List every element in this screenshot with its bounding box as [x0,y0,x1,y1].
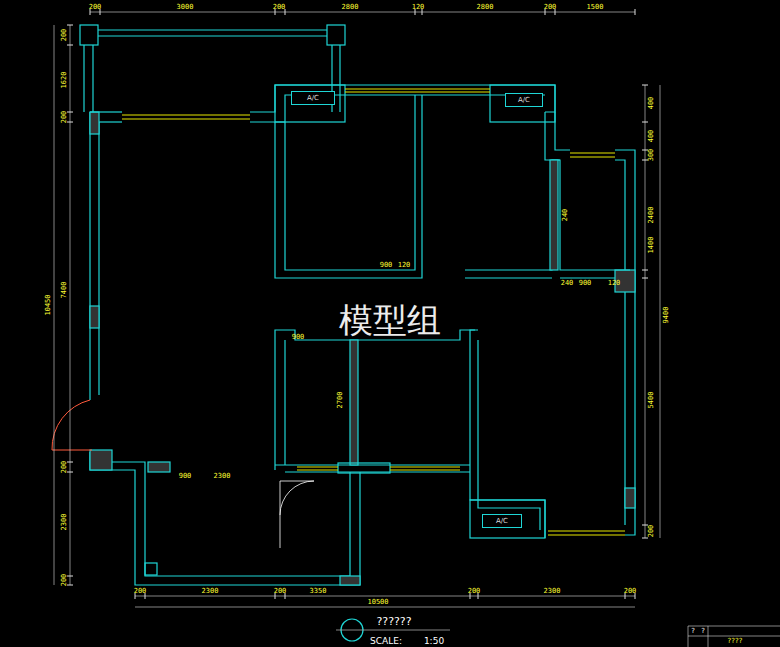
dimension-text: 900 [179,473,192,480]
dimension-text: 9400 [663,307,670,324]
dimension-text: 200 [274,588,287,595]
watermark: 模型组 [339,303,441,337]
dimension-text: 200 [544,4,557,11]
dimension-text: 200 [624,588,637,595]
dimension-text: 900 [292,334,305,341]
dimension-text: 2800 [342,4,359,11]
title-block-cell: ???? [728,638,743,645]
dimension-text: 300 [648,149,655,162]
ac-unit-box: A/C [505,93,543,107]
dimension-text: 200 [61,111,68,124]
ac-unit-box: A/C [291,91,335,105]
dimension-text: 3000 [177,4,194,11]
dimension-text: 2300 [202,588,219,595]
dimension-text: 120 [398,262,411,269]
dimension-text: 7400 [61,282,68,299]
dimension-text: 240 [561,280,574,287]
dimension-text: 200 [61,574,68,587]
ac-label: A/C [307,95,319,102]
dimension-text: 200 [89,4,102,11]
scale-value: 1:50 [424,637,444,646]
dimension-text: 200 [273,4,286,11]
ac-unit-box: A/C [482,514,522,528]
dimension-text: 200 [468,588,481,595]
title-block-cell: ? [701,628,705,635]
dimension-text: 10450 [45,294,52,315]
dimension-text: 3350 [310,588,327,595]
dimension-text: 400 [648,97,655,110]
dimension-text: 1500 [587,4,604,11]
dimension-text: 120 [412,4,425,11]
dimension-text: 1400 [648,237,655,254]
dimension-text: 200 [61,461,68,474]
ac-label: A/C [496,518,508,525]
dimension-text: 200 [134,588,147,595]
dimension-text: 5400 [648,392,655,409]
scale-label: SCALE: [370,637,402,646]
drawing-title: ?????? [376,616,411,627]
dimension-text: 2300 [214,473,231,480]
dimension-text: 200 [61,29,68,42]
dimension-text: 2300 [61,514,68,531]
title-block-cell: ? [691,628,695,635]
dimension-text: 2300 [544,588,561,595]
dimension-text: 120 [608,280,621,287]
dimension-text: 240 [562,209,569,222]
dimension-text: 2800 [477,4,494,11]
ac-label: A/C [518,97,530,104]
dimension-text: 900 [380,262,393,269]
dimension-text: 10500 [367,599,388,606]
dimension-text: 2400 [648,207,655,224]
dimension-text: 900 [579,280,592,287]
dimension-text: 2700 [337,392,344,409]
dimension-text: 1620 [61,72,68,89]
dimension-text: 200 [648,525,655,538]
dimension-text: 400 [648,130,655,143]
